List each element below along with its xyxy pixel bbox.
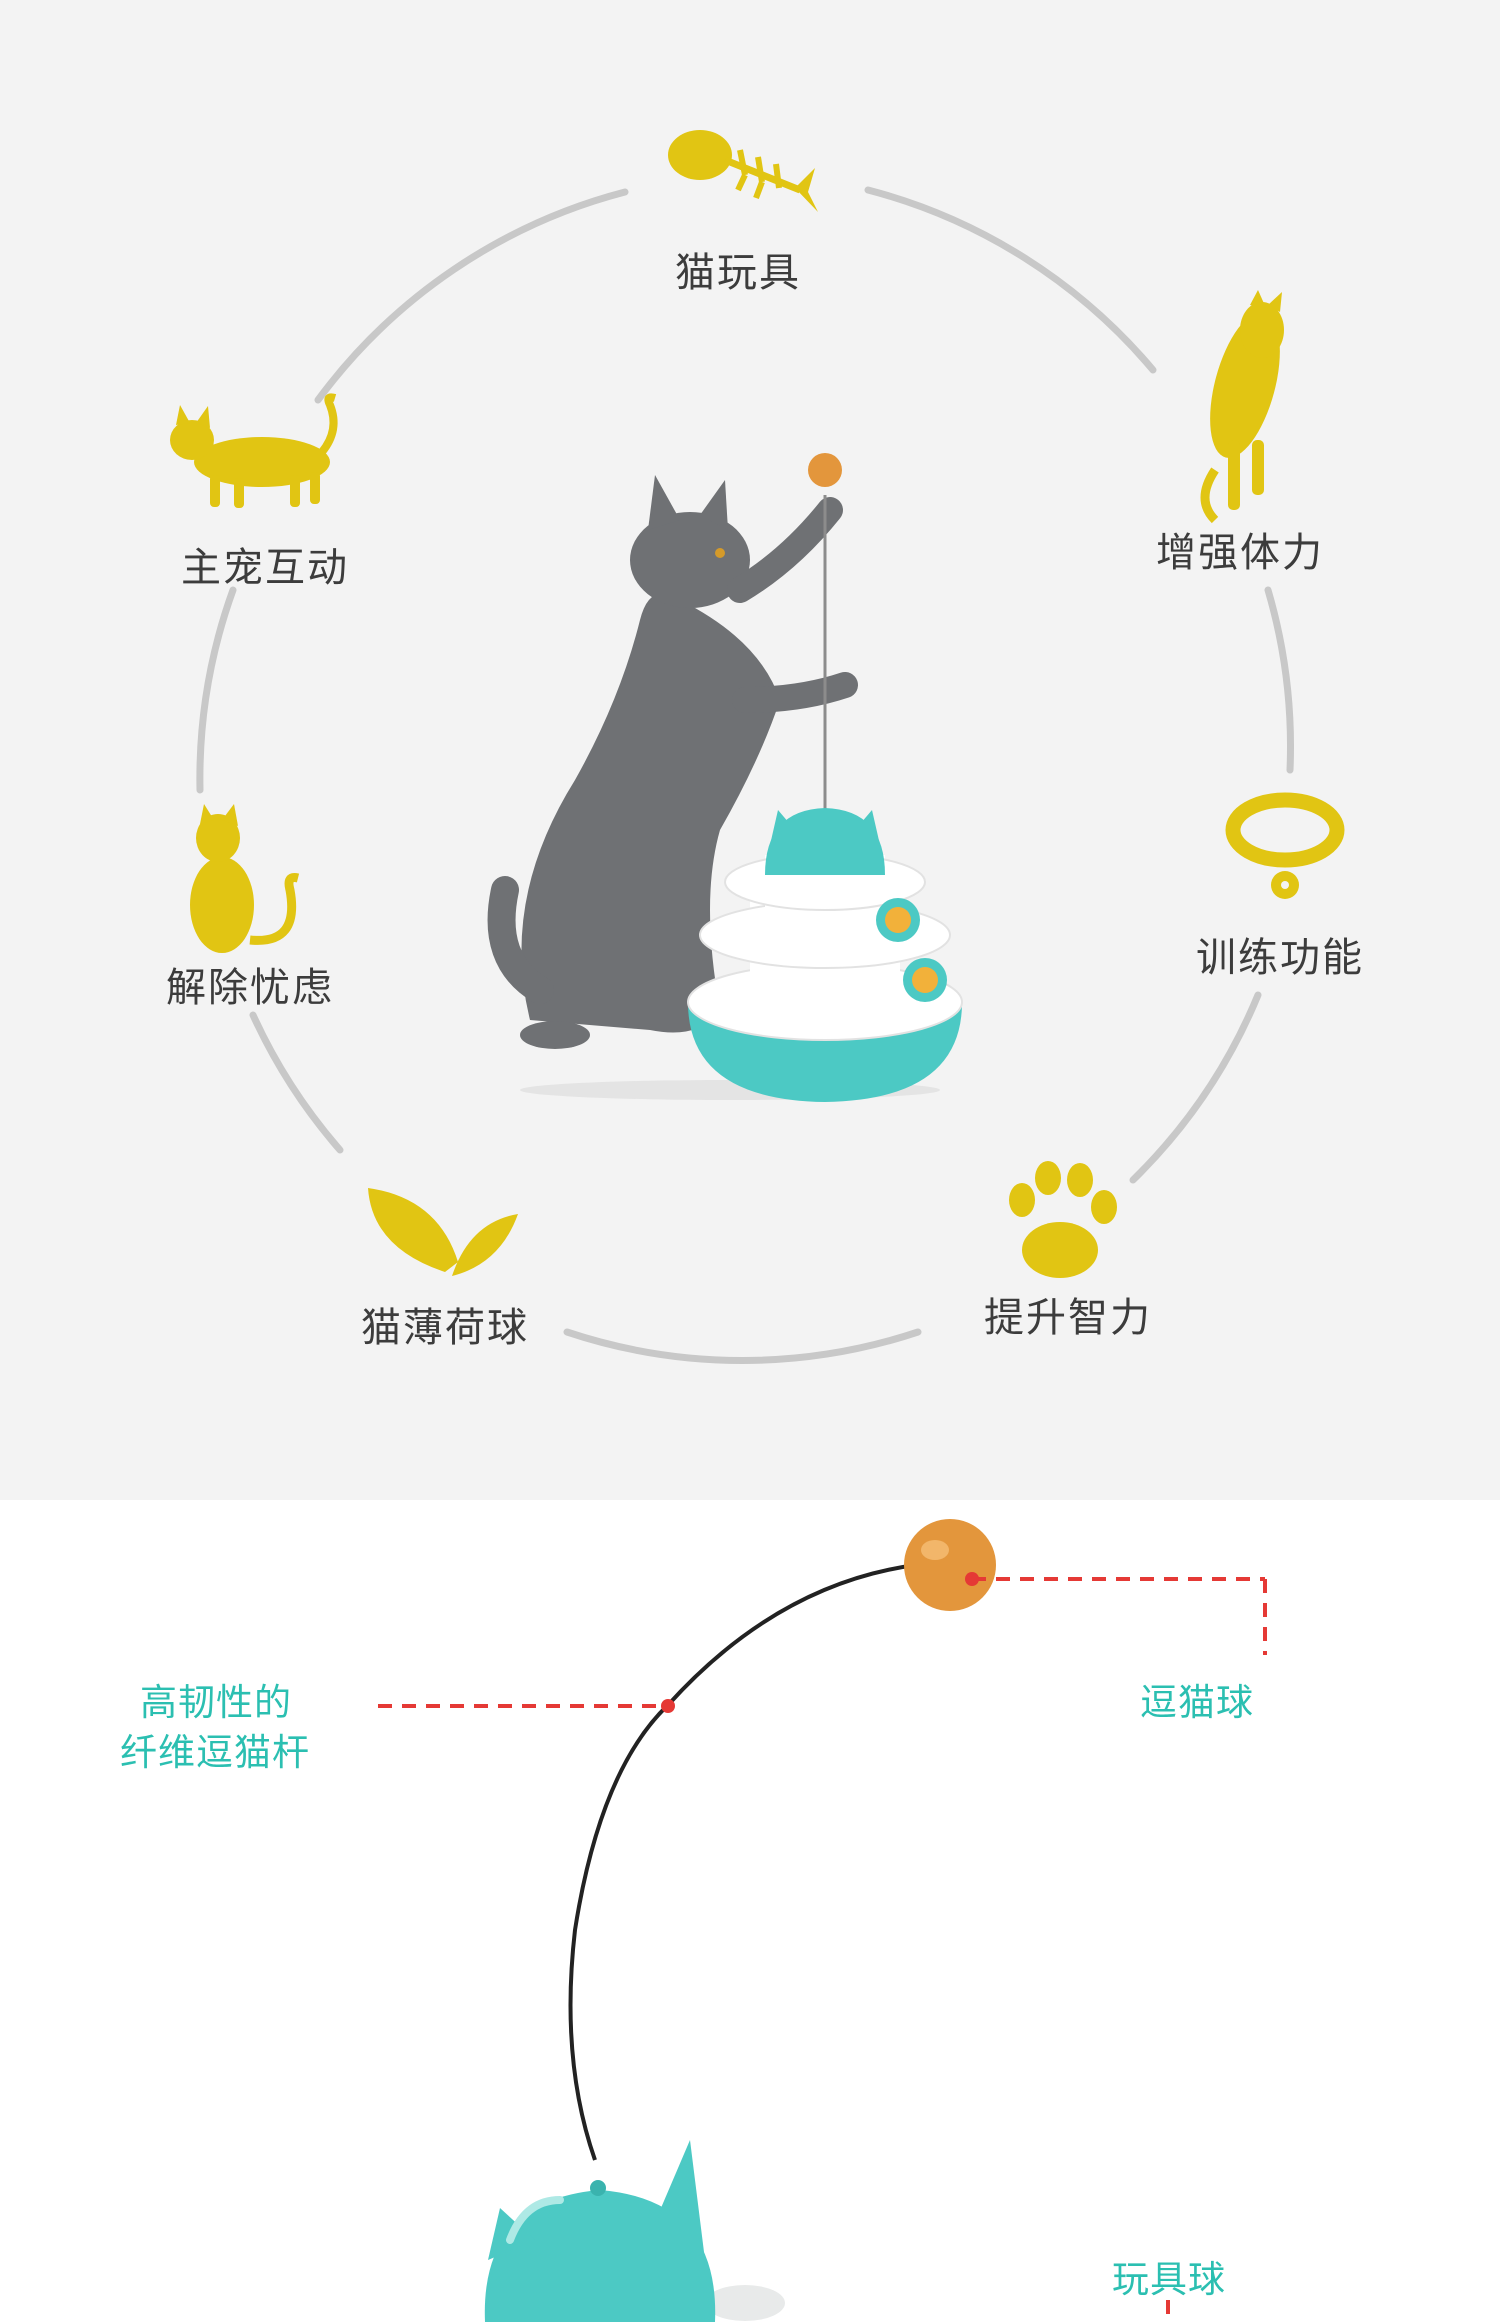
product-parts-diagram (378, 1519, 1267, 2322)
benefit-label-training: 训练功能 (1196, 935, 1364, 981)
wand-label-line1: 高韧性的 (140, 1681, 292, 1724)
ring-arc (1264, 586, 1294, 774)
teaser-ball (904, 1519, 996, 1611)
product-illustration (487, 453, 963, 1102)
product-parts-section: 高韧性的 纤维逗猫杆 逗猫球 玩具球 (0, 1500, 1500, 2322)
callout-dot (661, 1699, 675, 1713)
wand-label-line2: 纤维逗猫杆 (120, 1731, 310, 1774)
ring-arc (249, 1011, 344, 1154)
cat-collar-icon (1225, 792, 1345, 899)
tumbler-toy-image (687, 453, 963, 1102)
benefit-label-intelligence: 提升智力 (984, 1295, 1152, 1341)
toy-cat-head (484, 2140, 785, 2322)
benefit-label-toy: 猫玩具 (675, 250, 801, 296)
ring-arc (314, 188, 629, 404)
benefit-label-stamina: 增强体力 (1156, 530, 1324, 576)
benefit-label-worry-relief: 解除忧虑 (166, 965, 334, 1011)
teaser-ball-label: 逗猫球 (1140, 1681, 1254, 1724)
toy-ball-label: 玩具球 (1112, 2258, 1226, 2301)
gray-cat-image (487, 475, 858, 1049)
benefits-section: 猫玩具 增强体力 训练功能 提升智力 猫薄荷球 解除忧虑 主宠互动 (0, 0, 1500, 1500)
jumping-cat-icon (1200, 290, 1284, 524)
paw-print-icon (1009, 1161, 1117, 1278)
sitting-cat-icon (190, 804, 300, 953)
callout-dot (965, 1572, 979, 1586)
fish-bone-icon (668, 130, 818, 212)
ring-arc (563, 1328, 922, 1364)
ring-arc (196, 586, 237, 794)
catnip-leaf-icon (368, 1188, 518, 1276)
fiber-wand (568, 1560, 949, 2161)
walking-cat-icon (170, 393, 338, 508)
benefit-label-interaction: 主宠互动 (181, 545, 349, 591)
benefits-ring (170, 130, 1345, 1364)
ring-arc (864, 186, 1157, 374)
benefit-label-catnip: 猫薄荷球 (361, 1305, 529, 1351)
ring-arc (1129, 991, 1262, 1184)
